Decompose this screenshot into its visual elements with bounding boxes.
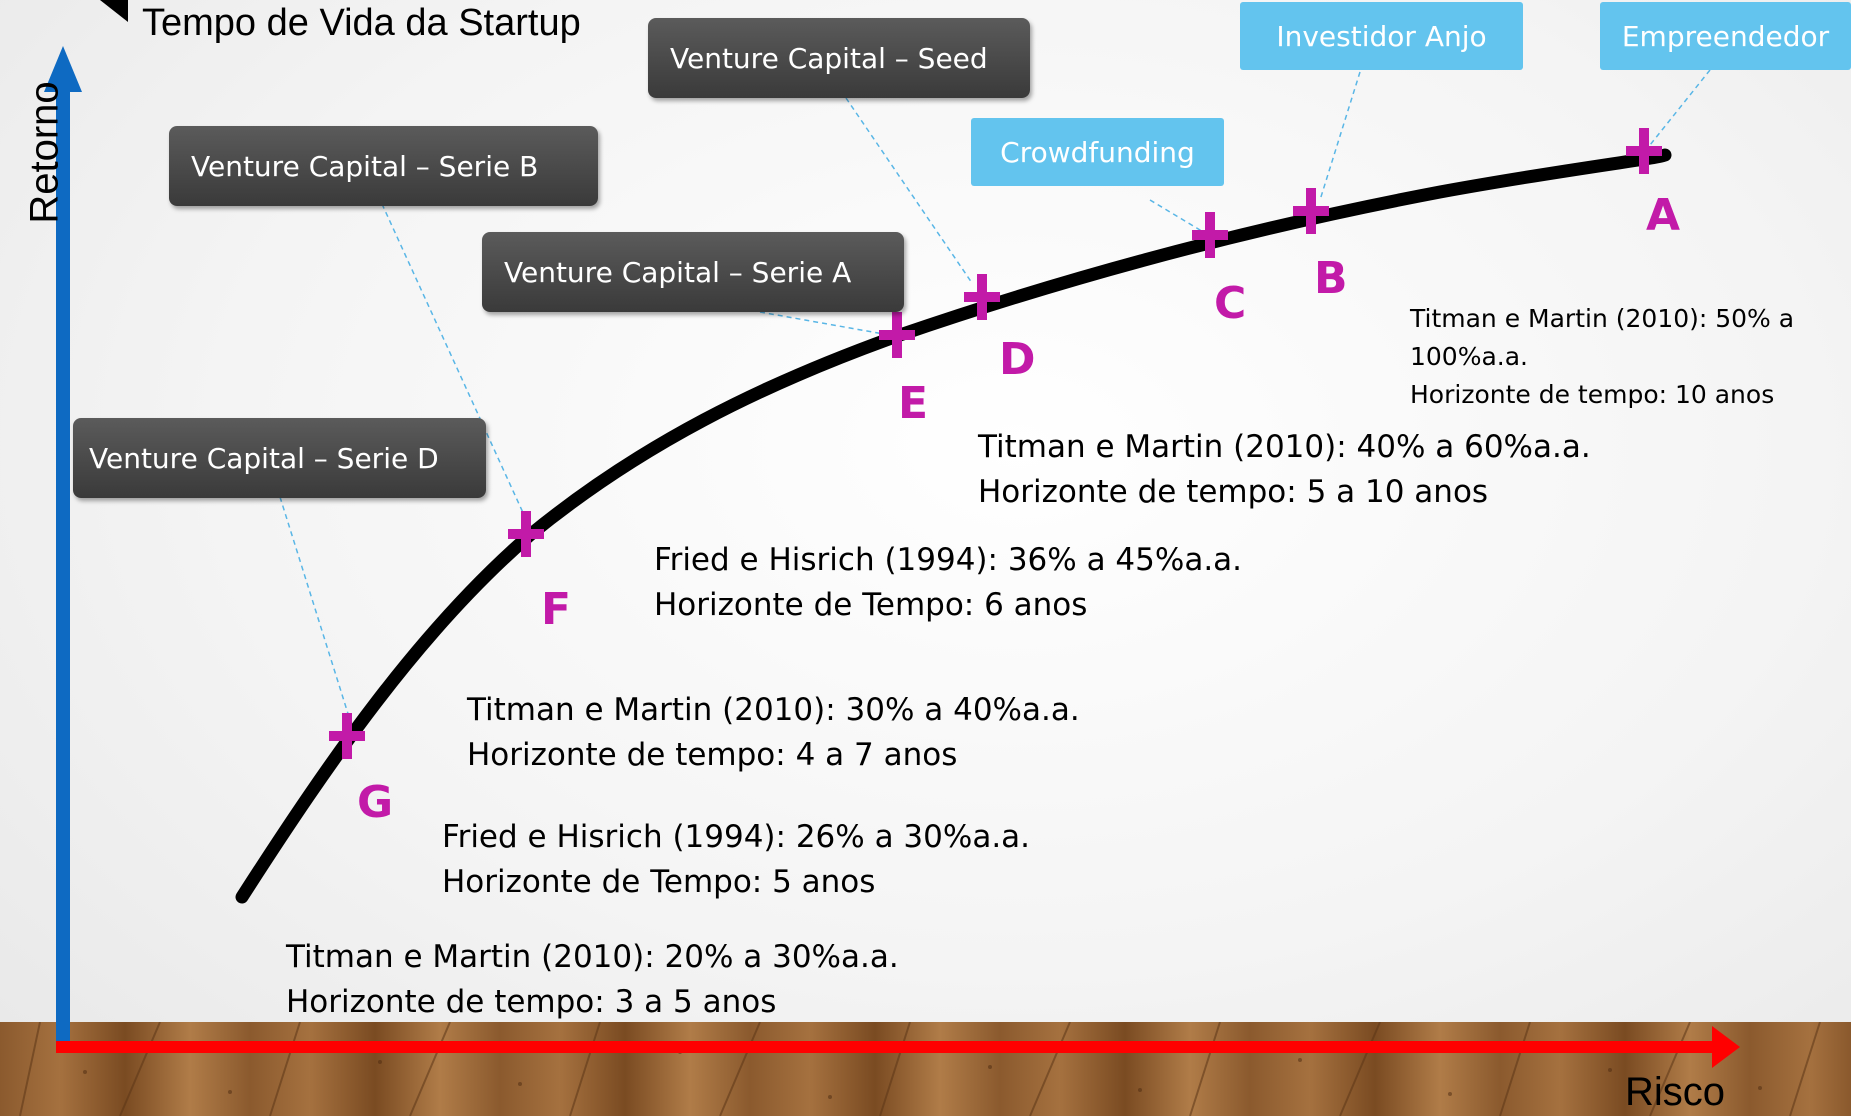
- leader-empreendedor: [1649, 69, 1711, 146]
- leader-anjo: [1319, 71, 1361, 201]
- box-venture-capital-serie-a: Venture Capital – Serie A: [482, 232, 904, 312]
- marker-c-icon: [1192, 212, 1228, 258]
- point-label-g: G: [357, 777, 394, 828]
- marker-d-icon: [964, 274, 1000, 320]
- x-axis: [56, 1026, 1740, 1068]
- y-axis: [44, 46, 82, 1046]
- title-arrow-tip: [100, 0, 128, 22]
- note-point-f-fried: Fried e Hisrich (1994): 36% a 45%a.a. Ho…: [654, 538, 1242, 628]
- marker-e-icon: [879, 312, 915, 358]
- note-line: Fried e Hisrich (1994): 36% a 45%a.a.: [654, 542, 1243, 578]
- point-label-d: D: [999, 334, 1036, 385]
- note-line: Horizonte de tempo: 4 a 7 anos: [467, 737, 958, 773]
- box-investidor-anjo: Investidor Anjo: [1240, 2, 1523, 70]
- note-line: Horizonte de Tempo: 6 anos: [654, 587, 1088, 623]
- x-axis-arrowhead: [1712, 1026, 1740, 1068]
- point-label-a: A: [1646, 190, 1681, 241]
- note-line: Titman e Martin (2010): 30% a 40%a.a.: [467, 692, 1080, 728]
- y-axis-label: Retorno: [10, 50, 70, 260]
- point-label-f: F: [541, 584, 572, 635]
- x-axis-label: Risco: [1625, 1070, 1726, 1114]
- marker-b-icon: [1293, 188, 1329, 234]
- note-line: Titman e Martin (2010): 50% a: [1410, 304, 1795, 333]
- note-point-g-titman: Titman e Martin (2010): 20% a 30%a.a. Ho…: [286, 935, 899, 1025]
- marker-f-icon: [508, 511, 544, 557]
- note-point-a: Titman e Martin (2010): 50% a 100%a.a. H…: [1410, 300, 1794, 414]
- note-point-f-titman: Titman e Martin (2010): 30% a 40%a.a. Ho…: [467, 688, 1080, 778]
- point-label-c: C: [1214, 278, 1247, 329]
- startup-life-curve: [235, 148, 1672, 904]
- box-venture-capital-serie-b: Venture Capital – Serie B: [169, 126, 598, 206]
- y-axis-arrowhead: [44, 46, 82, 92]
- note-line: Titman e Martin (2010): 40% a 60%a.a.: [978, 429, 1591, 465]
- note-line: Horizonte de tempo: 5 a 10 anos: [978, 474, 1489, 510]
- note-line: Fried e Hisrich (1994): 26% a 30%a.a.: [442, 819, 1031, 855]
- note-line: Titman e Martin (2010): 20% a 30%a.a.: [286, 939, 899, 975]
- point-label-b: B: [1314, 253, 1348, 304]
- note-line: Horizonte de Tempo: 5 anos: [442, 864, 876, 900]
- y-axis-label-text: Retorno: [22, 81, 67, 224]
- marker-a-icon: [1626, 128, 1662, 174]
- box-venture-capital-serie-d: Venture Capital – Serie D: [73, 418, 486, 498]
- point-label-e: E: [898, 378, 929, 429]
- chart-title: Tempo de Vida da Startup: [142, 2, 581, 44]
- note-line: Horizonte de tempo: 3 a 5 anos: [286, 984, 777, 1020]
- leader-seed: [845, 97, 973, 284]
- note-line: Horizonte de tempo: 10 anos: [1410, 380, 1775, 409]
- marker-g-icon: [329, 713, 365, 759]
- leader-serie-a: [759, 311, 896, 337]
- box-crowdfunding: Crowdfunding: [971, 118, 1224, 186]
- note-line: 100%a.a.: [1410, 342, 1529, 371]
- box-venture-capital-seed: Venture Capital – Seed: [648, 18, 1030, 98]
- leader-serie-d: [279, 496, 351, 721]
- note-points-d-e: Titman e Martin (2010): 40% a 60%a.a. Ho…: [978, 425, 1591, 515]
- wood-floor: [0, 1022, 1851, 1116]
- box-empreendedor: Empreendedor: [1600, 2, 1851, 70]
- note-point-g-fried: Fried e Hisrich (1994): 26% a 30%a.a. Ho…: [442, 815, 1030, 905]
